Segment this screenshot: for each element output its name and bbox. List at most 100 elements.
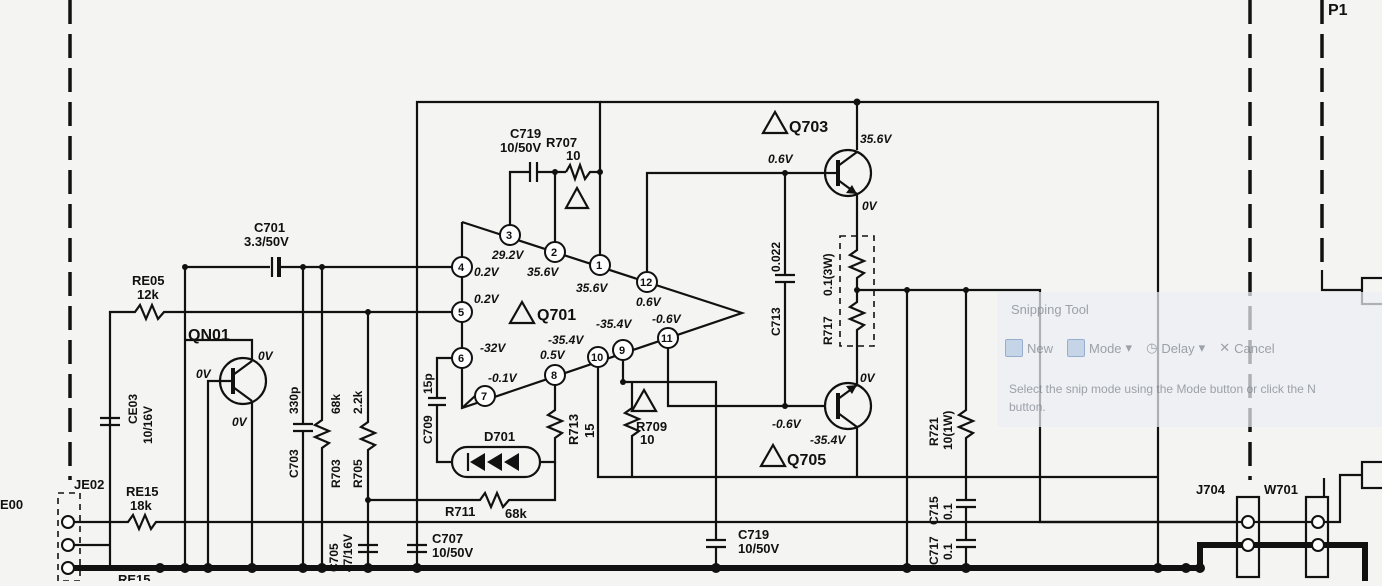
node [365, 497, 371, 503]
wire [1324, 473, 1362, 524]
safety-warning-icon [761, 109, 789, 135]
r721-val: 10(1W) [941, 411, 955, 450]
r707-ref: R707 [546, 135, 577, 150]
ce03-val: 10/16V [141, 406, 155, 444]
c713-ref: C713 [769, 307, 783, 336]
c705-ref: C705 [327, 543, 341, 572]
q705-label: Q705 [787, 452, 826, 469]
wire-d701 [435, 412, 452, 464]
je02-label: JE02 [74, 477, 104, 492]
r713-resistor [540, 385, 565, 464]
svg-text:11: 11 [661, 333, 673, 345]
c713-val: 0.022 [769, 242, 783, 272]
svg-text:5: 5 [458, 307, 464, 319]
wire-top-left [415, 100, 602, 567]
c701-ref: C701 [254, 220, 285, 235]
c709-ref: C709 [421, 415, 435, 444]
r705-ref: R705 [351, 459, 365, 488]
safety-warning-icon [759, 442, 787, 468]
svg-text:7: 7 [481, 391, 487, 403]
wire-c713-bot [783, 282, 826, 408]
re15-resistor [74, 512, 1238, 532]
svg-text:-32V: -32V [480, 341, 506, 355]
q705-e-volt: 0V [860, 371, 876, 385]
c719-val: 10/50V [500, 140, 542, 155]
scissors-icon [1005, 339, 1023, 357]
mode-button[interactable]: Mode▾ [1067, 339, 1132, 357]
wire-pin7 [461, 395, 476, 409]
chevron-down-icon: ▾ [1125, 340, 1133, 355]
svg-text:1: 1 [596, 260, 602, 272]
node [182, 264, 188, 270]
svg-text:0.5V: 0.5V [540, 348, 566, 362]
right-box-mid [1360, 460, 1382, 490]
svg-text:35.6V: 35.6V [576, 281, 608, 295]
wire-c709 [435, 356, 452, 398]
c719b-val: 10/50V [738, 541, 780, 556]
r721-resistor [956, 290, 976, 500]
qn01-transistor [185, 338, 268, 567]
q703-transistor [823, 148, 873, 198]
ground-bus [74, 542, 1242, 571]
delay-button[interactable]: ◷Delay▾ [1146, 340, 1206, 356]
snipping-tool-window[interactable]: Snipping Tool New Mode▾ ◷Delay▾ ✕Cancel … [997, 292, 1382, 427]
r717-ref: R717 [821, 316, 835, 345]
q703-e-volt: 0V [862, 199, 878, 213]
node [853, 98, 861, 106]
qn01-e-volt: 0V [232, 415, 248, 429]
r707-resistor [565, 161, 600, 183]
r721-ref: R721 [927, 417, 941, 446]
re05-resistor [108, 302, 452, 567]
c705-val: 47/16V [341, 534, 355, 572]
svg-text:6: 6 [458, 353, 464, 365]
bottom-cut-label: RE15 [118, 572, 151, 581]
c701-val: 3.3/50V [244, 234, 289, 249]
c715-val: 0.1 [941, 503, 955, 520]
re05-val: 12k [137, 287, 159, 302]
ground-nodes [155, 563, 1205, 573]
c715-ref: C715 [927, 496, 941, 525]
svg-text:2: 2 [551, 247, 557, 259]
q705-transistor [823, 381, 873, 431]
node [597, 169, 603, 175]
r711-resistor [368, 462, 557, 510]
header-fragment: P1 [1328, 2, 1348, 19]
w701-pin [1311, 538, 1325, 552]
r709-resistor [622, 382, 642, 477]
c717-val: 0.1 [941, 543, 955, 560]
r703-resistor [312, 267, 332, 567]
r711-val: 68k [505, 506, 527, 521]
svg-text:0.6V: 0.6V [636, 295, 662, 309]
w701-pin [1311, 515, 1325, 529]
right-link [1320, 270, 1362, 292]
r703-val: 68k [329, 394, 343, 414]
svg-text:4: 4 [458, 262, 465, 274]
node [620, 379, 626, 385]
je02-pin [61, 561, 75, 575]
new-button[interactable]: New [1005, 339, 1053, 357]
r707-val: 10 [566, 148, 580, 163]
c707-ref: C707 [432, 531, 463, 546]
r713-val: 15 [582, 424, 597, 438]
q701-label: Q701 [537, 307, 576, 324]
svg-text:3: 3 [506, 230, 512, 242]
r703-ref: R703 [329, 459, 343, 488]
wire-c719 [508, 170, 530, 230]
r709-val: 10 [640, 432, 654, 447]
clock-icon: ◷ [1146, 340, 1158, 355]
wire-pin11 [666, 348, 785, 408]
c703-val: 330p [287, 387, 301, 414]
node [782, 403, 788, 409]
close-icon: ✕ [1219, 340, 1231, 355]
svg-text:0.2V: 0.2V [474, 292, 500, 306]
r705-val: 2.2k [351, 390, 365, 414]
q701-voltages: 29.2V 35.6V 35.6V 0.6V 0.2V 0.2V -32V -0… [474, 248, 682, 385]
wire-gnd [1324, 542, 1368, 581]
svg-text:29.2V: 29.2V [491, 248, 524, 262]
q705-b-volt: -0.6V [772, 417, 802, 431]
cancel-button[interactable]: ✕Cancel [1219, 340, 1275, 356]
w701-label: W701 [1264, 482, 1298, 497]
r705-resistor [358, 312, 378, 567]
